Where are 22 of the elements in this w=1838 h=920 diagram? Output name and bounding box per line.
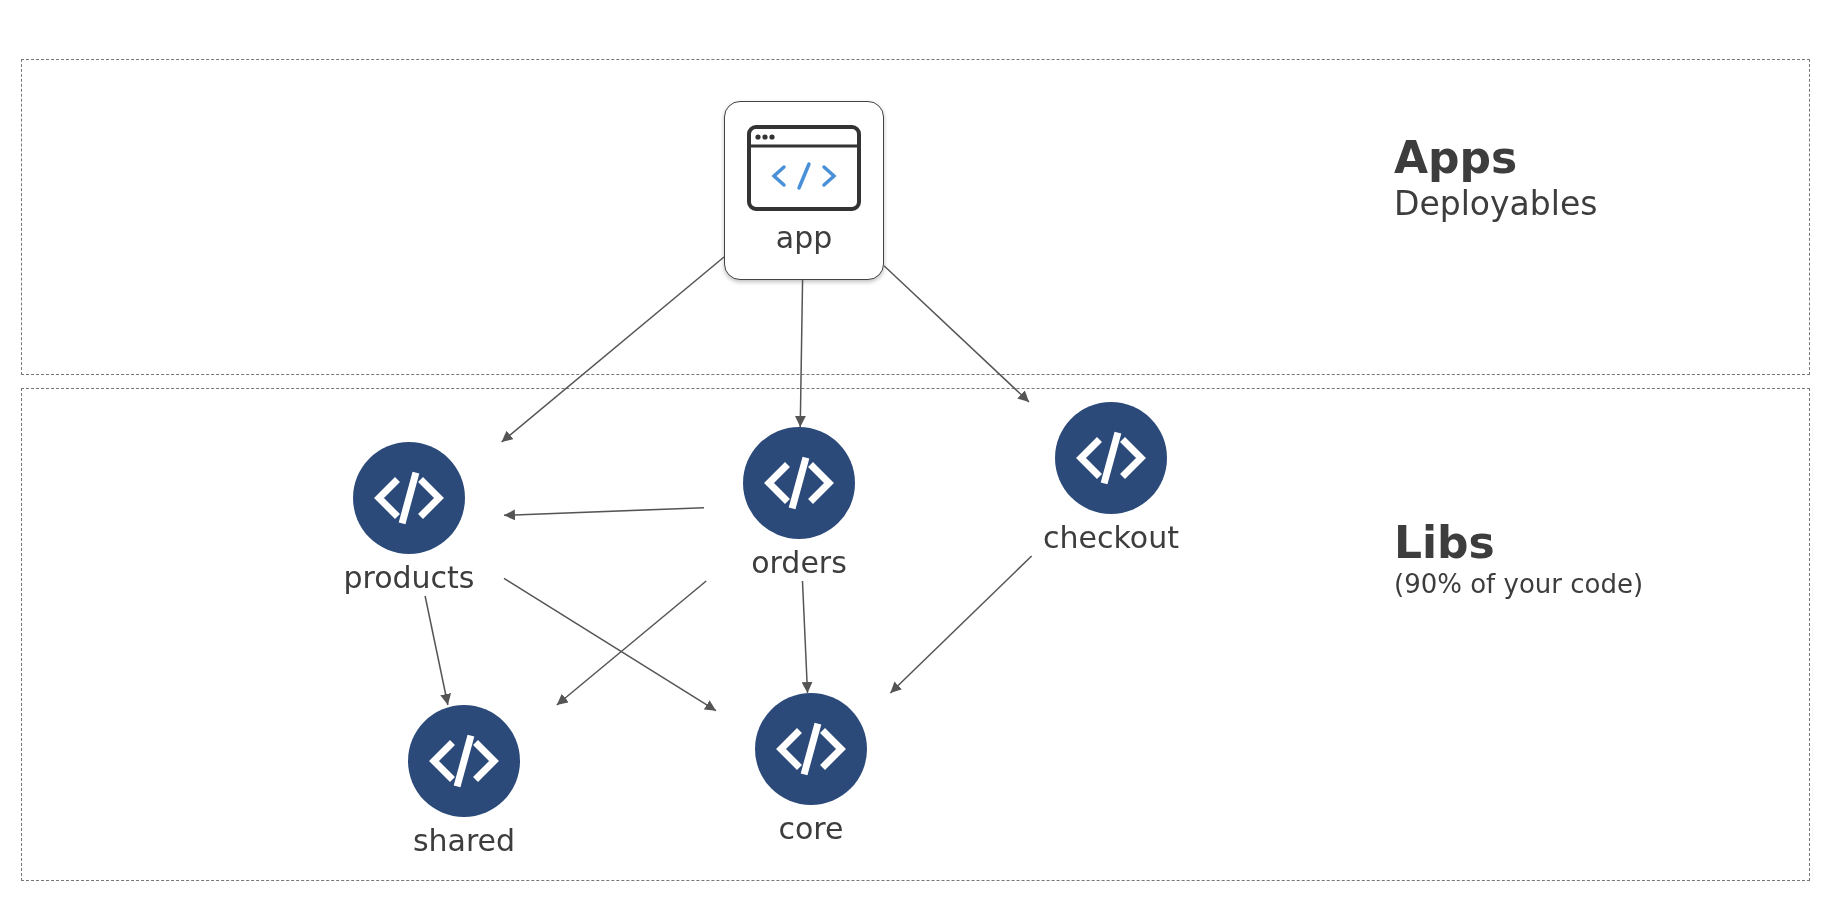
- section-subtitle: Deployables: [1394, 184, 1598, 223]
- node-label: orders: [751, 545, 847, 581]
- app-card: [724, 101, 884, 280]
- node-label: products: [343, 560, 475, 596]
- node-label: shared: [412, 823, 516, 859]
- arrow: [883, 264, 1030, 403]
- node-label: app: [775, 220, 833, 256]
- dashed-region: [21, 388, 1810, 881]
- section-heading: Libs: [1394, 517, 1495, 569]
- arrow: [801, 580, 813, 694]
- arrow: [503, 577, 717, 712]
- arrow: [503, 506, 705, 521]
- section-subtitle: (90% of your code): [1394, 569, 1644, 599]
- node-label: checkout: [1043, 520, 1179, 556]
- dashed-region: [21, 59, 1810, 375]
- arrow: [794, 279, 806, 428]
- arrow: [500, 256, 725, 443]
- arrow: [556, 580, 707, 706]
- section-heading: Apps: [1394, 132, 1518, 184]
- arrow: [424, 595, 452, 706]
- node-label: core: [778, 811, 844, 847]
- arrow: [889, 555, 1033, 694]
